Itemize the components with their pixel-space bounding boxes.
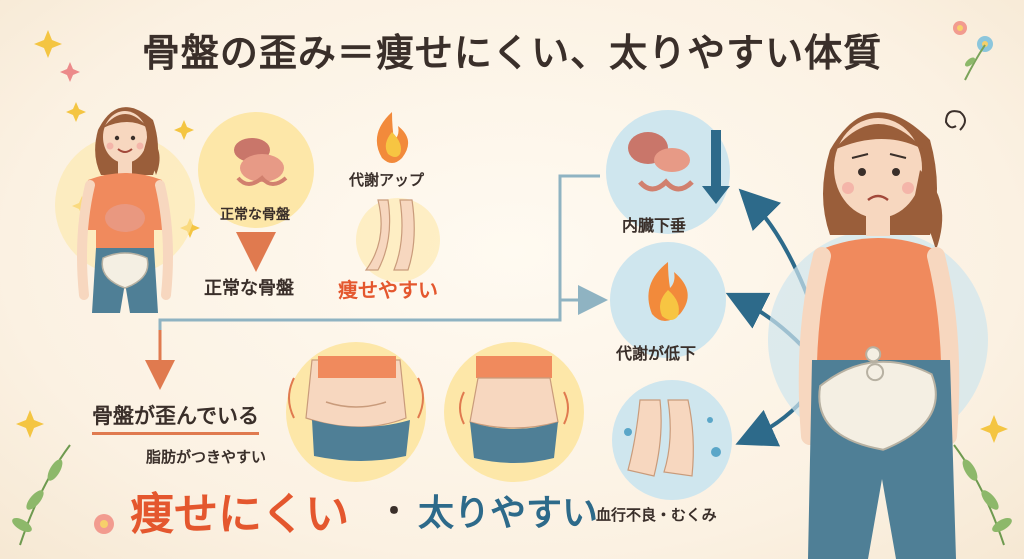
normal-organs-bubble (198, 112, 314, 228)
page-title: 骨盤の歪み＝痩せにくい、太りやすい体質 (141, 31, 883, 75)
effect-label-poor-circulation: 血行不良・むくみ (596, 506, 717, 524)
separator-dot: ・ (378, 492, 411, 530)
flower-icon (953, 21, 993, 81)
normal-pelvis-bubble-label: 正常な骨盤 (220, 207, 290, 223)
slim-legs-icon (356, 198, 440, 282)
organs-bubble (606, 110, 730, 234)
easy-to-lose-label: 痩せやすい (338, 278, 438, 302)
effect-label-organ-prolapse: 内臓下垂 (622, 216, 687, 235)
happy-woman-illustration (55, 107, 195, 313)
swirl-icon (944, 110, 966, 131)
sparkle-pink-icon (60, 62, 80, 82)
swollen-legs-bubble (612, 380, 732, 500)
belly-slim-illustration (444, 342, 584, 482)
fat-accumulates-label: 脂肪がつきやすい (146, 448, 267, 466)
low-metabolism-bubble (610, 242, 726, 358)
leaf-decoration-icon (12, 444, 1012, 546)
worried-woman-illustration (768, 110, 988, 559)
belly-fat-illustration (286, 342, 426, 482)
pelvis-distorted-label: 骨盤が歪んでいる (92, 400, 259, 435)
easy-to-gain-label: 太りやすい (418, 493, 599, 534)
effect-label-low-metabolism: 代謝が低下 (616, 344, 697, 363)
hard-to-lose-label: 痩せにくい (130, 489, 350, 540)
normal-pelvis-caption: 正常な骨盤 (204, 278, 294, 299)
metabolism-up-label: 代謝アップ (349, 171, 425, 189)
flame-icon (376, 112, 409, 163)
